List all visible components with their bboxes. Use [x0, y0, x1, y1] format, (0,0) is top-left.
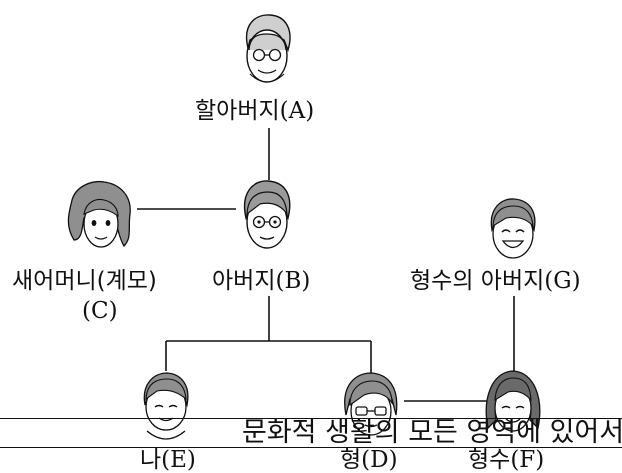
young-woman-icon — [485, 370, 541, 432]
in-law-father-label: 형수의 아버지(G) — [410, 268, 581, 294]
caption-text: 문화적 생활의 모든 영역에 있어서 — [242, 417, 622, 448]
stepmother-label-line2: (C) — [82, 298, 118, 324]
older-brother-label: 형(D) — [340, 447, 398, 473]
elderly-man-glasses-icon — [245, 14, 291, 83]
woman-curly-hair-icon — [67, 180, 131, 248]
caption-top-rule — [0, 418, 622, 419]
me-label: 나(E) — [140, 447, 196, 473]
father-label: 아버지(B) — [212, 268, 311, 294]
stepmother-label-line1: 새어머니(계모) — [12, 268, 157, 294]
sister-in-law-label: 형수(F) — [468, 447, 545, 473]
smiling-man-icon — [490, 198, 536, 259]
caption-bottom-rule — [0, 447, 622, 448]
boy-icon — [143, 372, 189, 440]
young-man-glasses-icon — [344, 372, 398, 436]
grandfather-label: 할아버지(A) — [195, 98, 315, 124]
man-glasses-icon — [243, 180, 291, 249]
